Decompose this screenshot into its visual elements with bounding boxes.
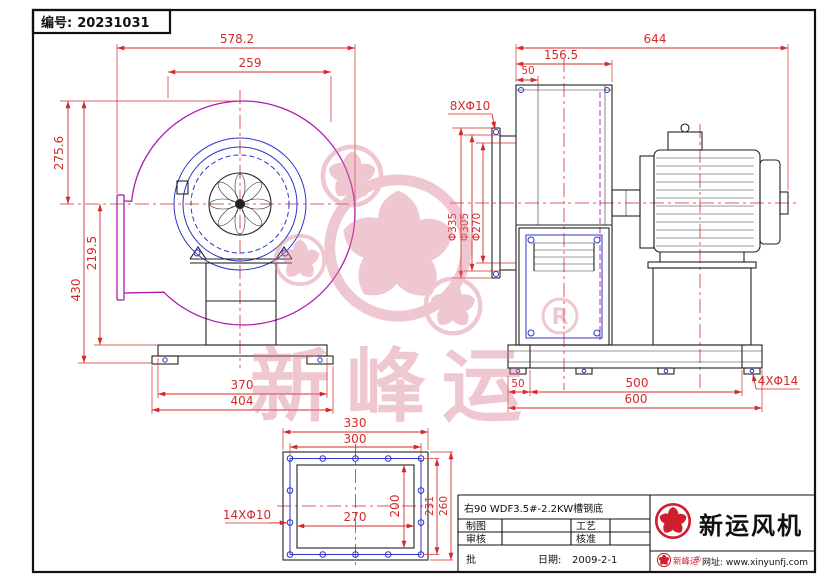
note-base-bolts: 4XΦ14 xyxy=(758,374,799,388)
date-label: 日期: xyxy=(538,554,561,566)
inlet-flange xyxy=(491,127,516,279)
front-view: 578.2 259 275.6 430 219.5 370 404 xyxy=(52,32,356,414)
watermark-registered-icon: R xyxy=(541,297,579,335)
drafter-label: 制图 xyxy=(466,520,486,533)
volute-outline xyxy=(123,100,356,326)
note-flange-bolts: 14XΦ10 xyxy=(223,508,271,522)
serial-box: 编号: 20231031 xyxy=(31,8,172,35)
process-label: 工艺 xyxy=(576,521,596,533)
watermark-flower-icon xyxy=(273,233,327,287)
dim-front-total-height: 430 xyxy=(69,279,83,302)
title-block: 右90 WDF3.5#-2.2KW槽钢底 制图 工艺 审核 核准 批 日期: 2… xyxy=(457,494,815,572)
dim-flange-bolt-height: 231 xyxy=(424,496,436,516)
approver-label: 核准 xyxy=(576,533,596,546)
inlet-rings xyxy=(173,137,307,271)
dim-inlet-dia: Φ270 xyxy=(471,213,483,241)
flange-outer xyxy=(282,451,429,561)
motor-end-cap xyxy=(759,159,781,245)
dim-flange-bolt-width: 300 xyxy=(344,432,367,446)
motor-foot xyxy=(647,261,757,269)
dim-base-offset: 50 xyxy=(511,378,524,390)
motor-pedestal xyxy=(652,267,752,346)
dim-front-top-width: 259 xyxy=(239,56,262,70)
side-view: 644 156.5 50 8XΦ10 Φ335 Φ305 Φ270 50 500… xyxy=(447,32,800,412)
serial-value: 20231031 xyxy=(77,16,149,31)
motor xyxy=(611,123,789,346)
company-logo-flower-icon xyxy=(654,502,692,540)
flange-view: 330 300 270 200 231 260 14XΦ10 xyxy=(223,416,454,566)
flange-bolt-line xyxy=(289,458,422,555)
dim-flange-outer-width: 330 xyxy=(344,416,367,430)
watermark-flower-icon xyxy=(426,279,481,334)
serial-label: 编号: xyxy=(41,15,72,31)
dim-base-length: 600 xyxy=(625,392,648,406)
registered-mark: ® xyxy=(694,555,702,564)
dim-front-upper-height: 275.6 xyxy=(52,136,66,170)
checker-label: 审核 xyxy=(466,533,486,546)
fan-base xyxy=(151,344,334,365)
inlet-detail xyxy=(176,180,189,195)
dim-front-total-width: 578.2 xyxy=(220,32,254,46)
dim-flange-opening-height: 200 xyxy=(388,495,402,518)
date-value: 2009-2-1 xyxy=(572,555,617,566)
dim-side-total-length: 644 xyxy=(644,32,667,46)
dim-front-lower-height: 219.5 xyxy=(85,236,99,270)
company-name: 新运风机 xyxy=(699,512,803,540)
channel-base xyxy=(507,344,763,375)
drawing-frame xyxy=(31,8,817,574)
watermark-brand-text: 新峰运 xyxy=(250,340,538,433)
watermark-registered-letter: R xyxy=(552,305,569,330)
dim-base-span: 500 xyxy=(626,376,649,390)
serial-number: 编号: 20231031 xyxy=(41,15,150,31)
dim-side-case-width: 156.5 xyxy=(544,48,578,62)
impeller xyxy=(176,172,272,236)
dim-side-inlet-depth: 50 xyxy=(521,65,534,77)
brand-flower-icon xyxy=(656,552,672,568)
dim-front-base-total-width: 404 xyxy=(231,394,254,408)
batch-label: 批 xyxy=(466,553,476,566)
dim-flange-outer-height: 260 xyxy=(438,496,450,516)
product-name: 右90 WDF3.5#-2.2KW槽钢底 xyxy=(464,502,603,515)
brand-name-small: 新峰运 xyxy=(673,556,699,567)
note-inlet-bolts: 8XΦ10 xyxy=(450,99,491,113)
dim-flange-opening-width: 270 xyxy=(344,510,367,524)
flange-opening xyxy=(296,464,415,549)
dim-front-base-width: 370 xyxy=(231,378,254,392)
website: 网址: www.xinyunfj.com xyxy=(702,556,808,568)
terminal-box xyxy=(667,131,703,151)
watermark: R 新峰运 xyxy=(250,147,579,433)
motor-body xyxy=(653,149,761,253)
